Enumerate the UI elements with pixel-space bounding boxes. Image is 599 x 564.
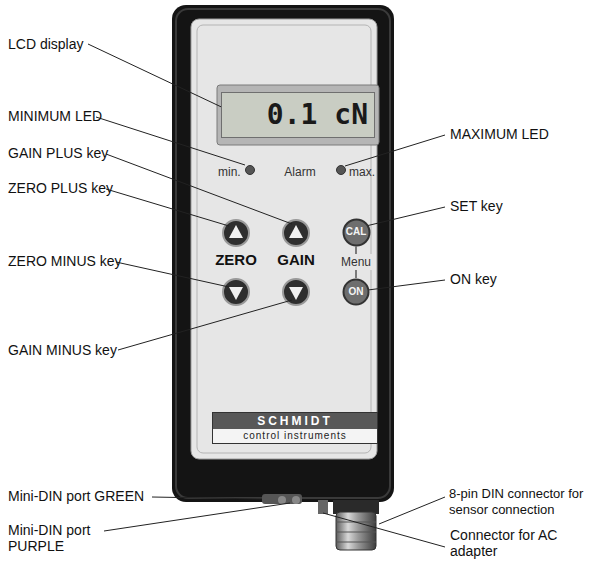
callout-label: Mini-DIN port GREEN [8,488,158,504]
callout-label: MINIMUM LED [8,108,148,124]
brand-name: SCHMIDT [213,413,377,429]
connector-label: Menu [339,254,373,270]
leader-lines [88,44,445,547]
callout-label: SET key [450,198,590,214]
logo-plate: SCHMIDTcontrol instruments [212,412,378,444]
callout-label: GAIN PLUS key [8,145,148,161]
set-key: CAL [342,218,371,247]
panel-legend: ZERO [206,252,266,268]
lcd-reading: 0.1 cN [222,93,368,137]
key-legend: CAL [346,226,367,238]
callout-label: Mini-DIN port PURPLE [8,522,123,554]
gain-plus-key [283,220,309,246]
callout-label: ON key [450,271,590,287]
callout-label: ZERO MINUS key [8,253,148,269]
zero-plus-key [223,220,249,246]
callout-label: 8-pin DIN connector for sensor connectio… [449,486,597,518]
panel-legend: GAIN [266,252,326,268]
lcd-screen: 0.1 cN [221,92,375,138]
panel-legend: Alarm [280,164,320,180]
callout-label: Connector for AC adapter [450,527,570,559]
max-led [337,166,346,175]
lcd-frame [217,85,379,145]
callout-label: MAXIMUM LED [450,126,590,142]
housing-rim [176,9,390,498]
ac-connector [318,500,328,514]
housing [172,5,394,502]
min-led [246,166,255,175]
callout-label: LCD display [8,36,148,52]
on-key: ON [342,278,370,306]
callout-label: GAIN MINUS key [8,342,148,358]
panel-legend: min. [218,164,248,180]
din-connector [333,500,379,550]
callout-label: ZERO PLUS key [8,180,148,196]
panel-legend: max. [349,164,379,180]
mini-din-port [278,496,286,504]
mini-din-port [292,496,300,504]
key-legend: ON [349,286,364,298]
zero-minus-key [223,279,249,305]
brand-tagline: control instruments [213,429,377,443]
mini-din-ports [262,494,302,504]
